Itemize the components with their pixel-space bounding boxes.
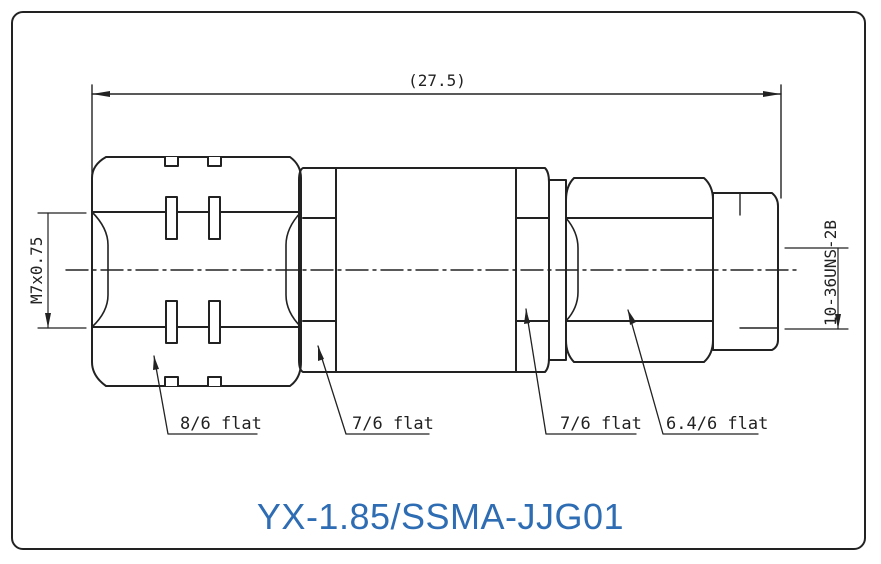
leader-7-6-left <box>317 345 430 435</box>
right-thread-arrow <box>835 314 841 329</box>
overall-length-label: (27.5) <box>408 71 466 90</box>
flat-label-1: 8/6 flat <box>180 414 262 434</box>
leader-7-6-right <box>525 308 637 435</box>
left-thread-label: M7x0.75 <box>27 237 46 304</box>
flat-label-2: 7/6 flat <box>352 414 434 434</box>
leader-8-6 <box>153 355 258 435</box>
leader-6-4 <box>627 309 759 435</box>
arrow-right <box>763 91 781 97</box>
drawing-frame <box>11 11 866 550</box>
arrow-left <box>92 91 110 97</box>
flat-label-4: 6.4/6 flat <box>666 414 768 434</box>
left-hex-flat-7-6 <box>298 167 337 373</box>
threaded-end <box>712 192 779 351</box>
left-hex-nut <box>91 156 302 387</box>
flat-label-3: 7/6 flat <box>560 414 642 434</box>
left-thread-arrow <box>45 313 51 328</box>
right-thread-label: 10-36UNS-2B <box>821 220 840 326</box>
part-number-title: YX-1.85/SSMA-JJG01 <box>256 496 625 537</box>
hex-flat-6-4 <box>565 177 714 363</box>
